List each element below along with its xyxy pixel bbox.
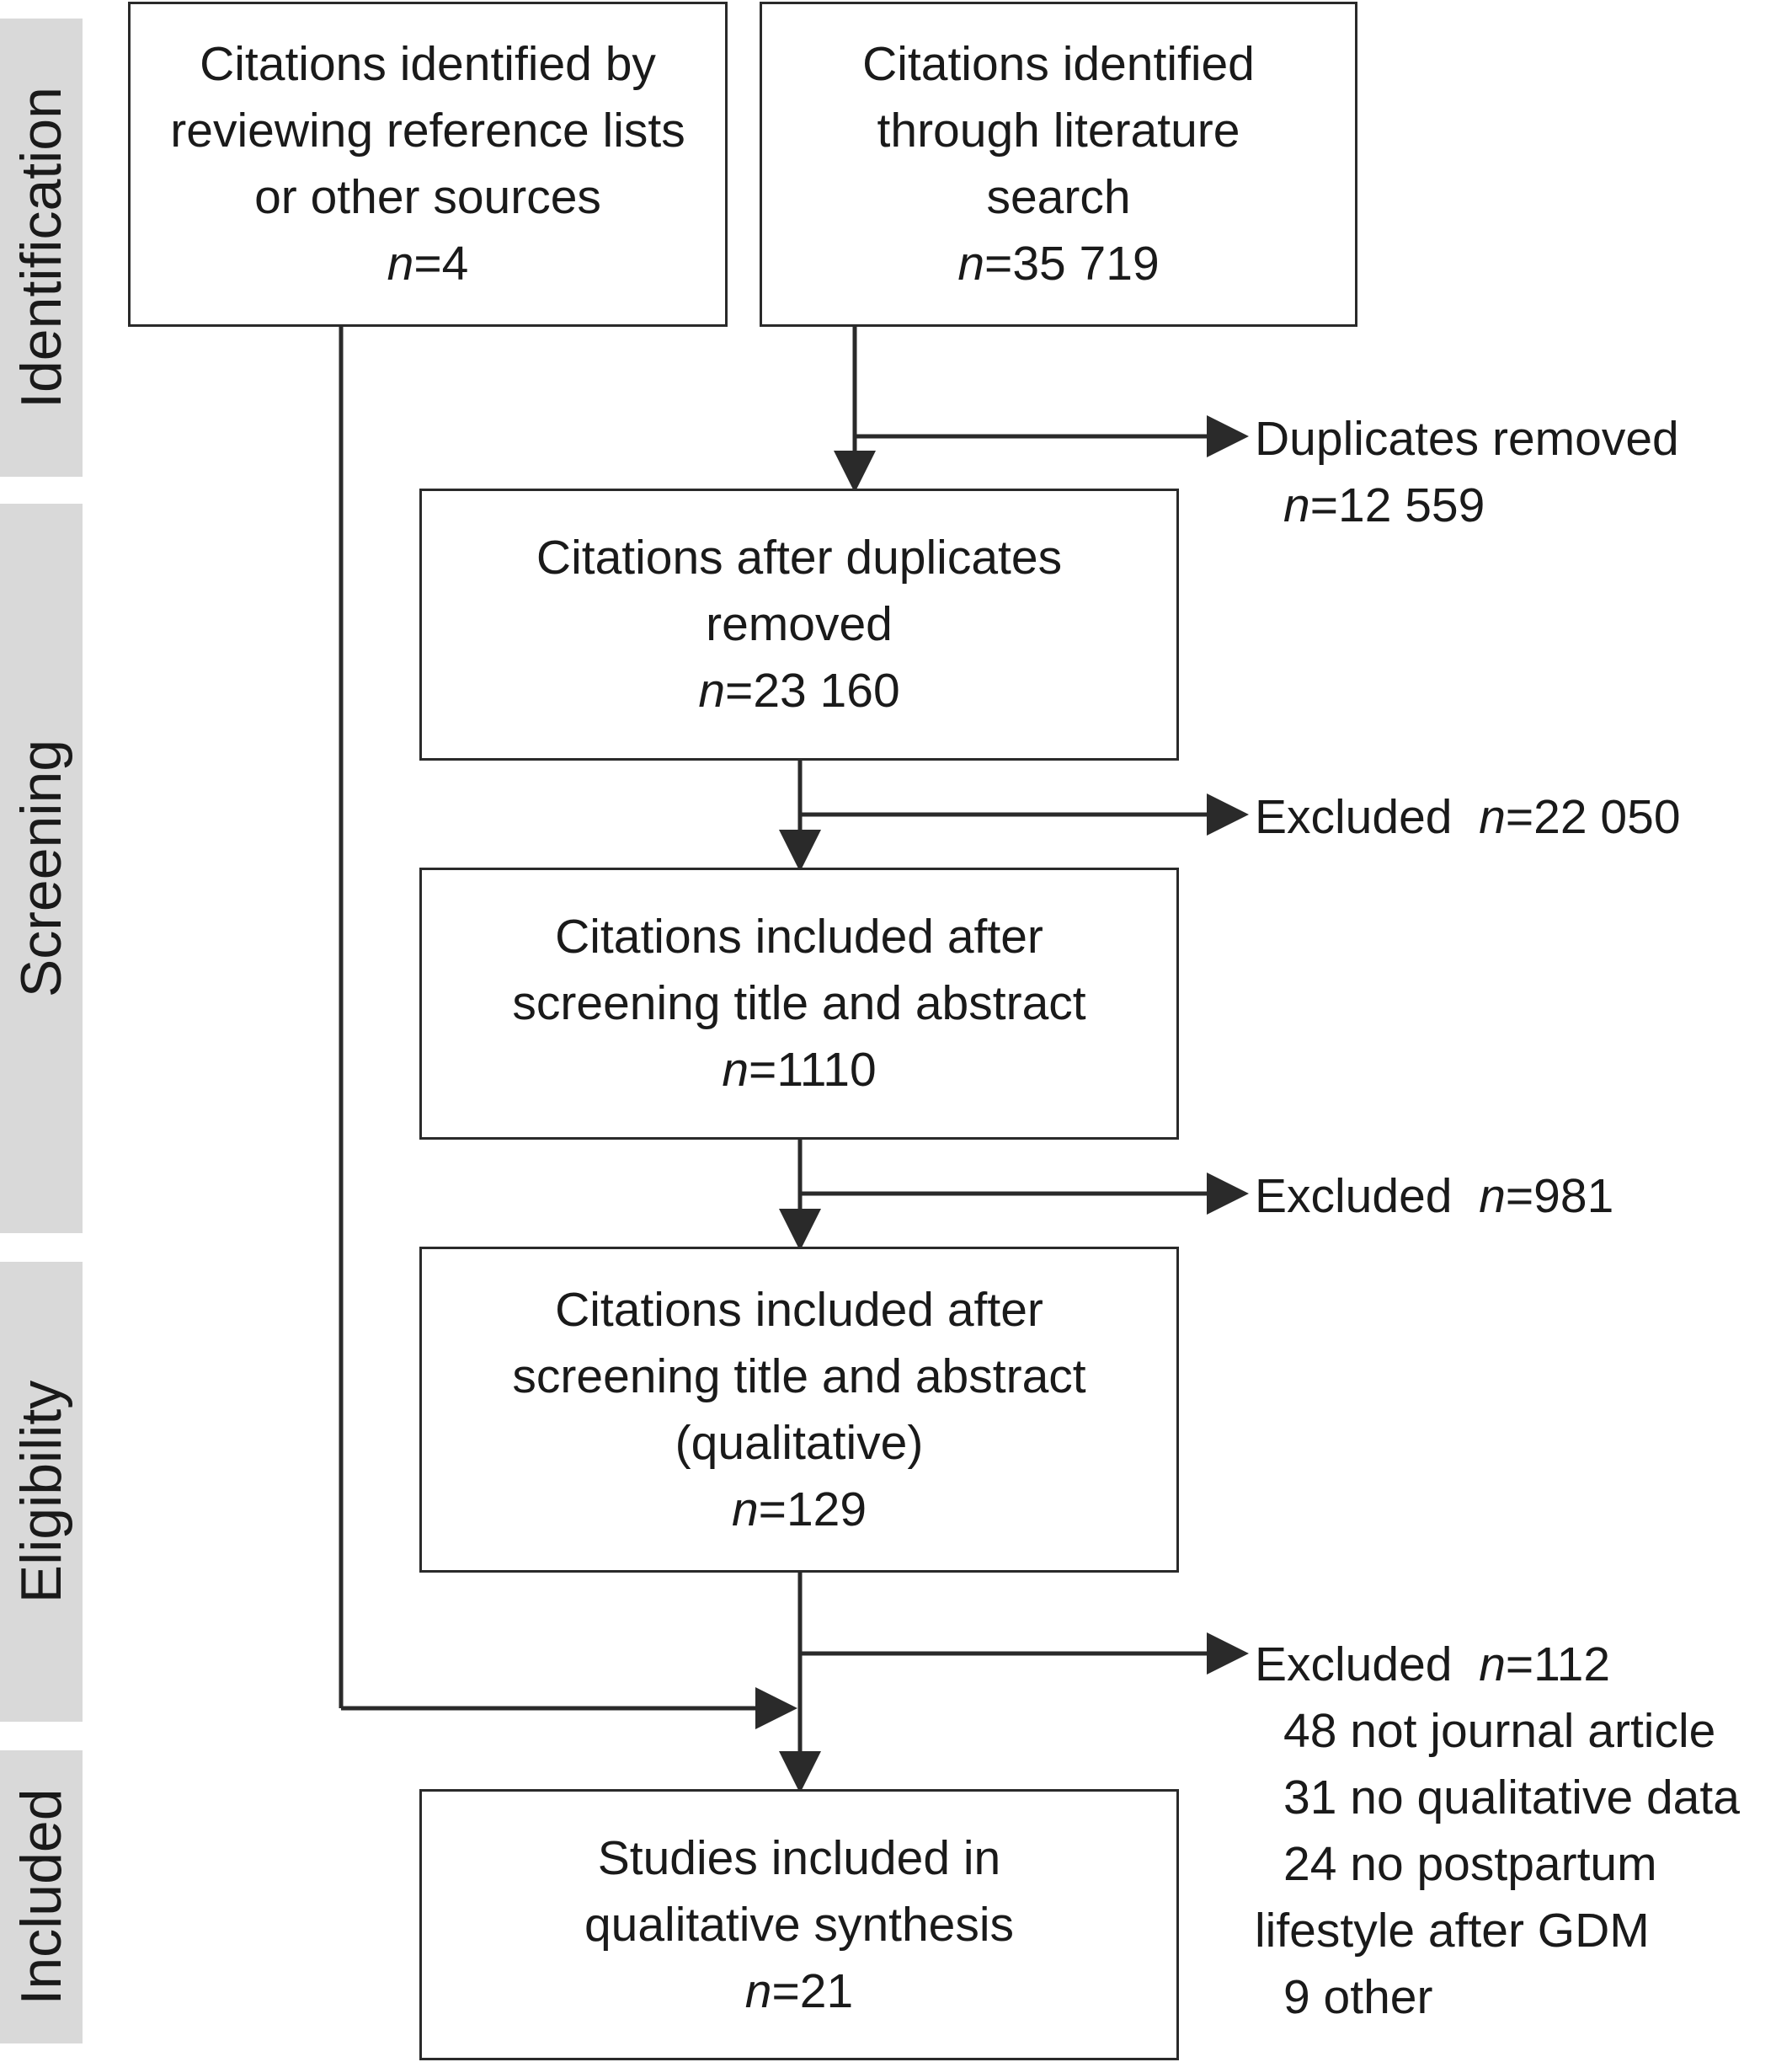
note-excluded-3-count: =112 (1505, 1637, 1611, 1691)
box-included-studies-count: n=21 (744, 1963, 854, 2018)
box-qualitative-line-2: screening title and abstract (512, 1349, 1086, 1403)
box-literature-search-line-3: search (986, 170, 1131, 224)
box-after-duplicates-count: n=23 160 (698, 664, 900, 718)
stage-included: Included (0, 1750, 83, 2043)
box-after-duplicates-line-2: removed (706, 597, 893, 651)
note-duplicates-removed-count: n=12 559 (1283, 478, 1485, 532)
box-literature-search-count: n=35 719 (957, 237, 1160, 291)
box-after-screening-line-1: Citations included after (555, 910, 1043, 964)
note-excluded-1-label: Excluded (1255, 790, 1453, 844)
note-excluded-1: Excluded n=22 050 (1255, 790, 1681, 844)
box-included-studies-line-2: qualitative synthesis (584, 1897, 1015, 1952)
note-excluded-1-count: =22 050 (1505, 790, 1681, 844)
box-after-duplicates-line-1: Citations after duplicates (536, 531, 1063, 585)
box-literature-search-line-1: Citations identified (862, 37, 1255, 91)
box-literature-search-line-2: through literature (877, 104, 1240, 158)
box-after-screening: Citations included after screening title… (419, 868, 1179, 1140)
note-excluded-3-reason-1: 48 not journal article (1283, 1704, 1716, 1758)
box-other-sources-count: n=4 (387, 237, 469, 291)
note-excluded-3-reason-2: 31 no qualitative data (1283, 1771, 1740, 1824)
box-qualitative-line-3: (qualitative) (675, 1415, 924, 1470)
note-duplicates-removed-label: Duplicates removed (1255, 412, 1679, 466)
stage-identification: Identification (0, 19, 83, 477)
box-other-sources-line-1: Citations identified by (200, 37, 656, 91)
box-included-studies-line-1: Studies included in (597, 1830, 1001, 1885)
box-qualitative-count: n=129 (731, 1482, 867, 1536)
note-excluded-3-reason-5: 9 other (1283, 1970, 1433, 2024)
box-qualitative: Citations included after screening title… (419, 1247, 1179, 1573)
box-literature-search: Citations identified through literature … (760, 2, 1357, 327)
note-excluded-2-label: Excluded (1255, 1169, 1453, 1223)
box-other-sources: Citations identified by reviewing refere… (128, 2, 728, 327)
note-excluded-3: Excluded n=112 48 not journal article 31… (1255, 1632, 1740, 2031)
note-excluded-3-label: Excluded (1255, 1637, 1453, 1691)
stage-screening: Screening (0, 504, 83, 1233)
box-after-screening-count: n=1110 (722, 1043, 877, 1097)
note-duplicates-removed: Duplicates removed n=12 559 (1255, 406, 1679, 539)
note-excluded-2: Excluded n=981 (1255, 1169, 1614, 1223)
box-included-studies: Studies included in qualitative synthesi… (419, 1789, 1179, 2060)
box-other-sources-line-2: reviewing reference lists (170, 104, 685, 158)
box-after-duplicates: Citations after duplicates removed n=23 … (419, 489, 1179, 761)
note-excluded-3-reason-3: 24 no postpartum (1283, 1837, 1657, 1891)
box-other-sources-line-3: or other sources (254, 170, 601, 224)
stage-eligibility: Eligibility (0, 1262, 83, 1722)
box-after-screening-line-2: screening title and abstract (512, 976, 1086, 1030)
note-excluded-2-count: =981 (1505, 1169, 1614, 1223)
note-excluded-3-reason-4: lifestyle after GDM (1255, 1904, 1650, 1958)
box-qualitative-line-1: Citations included after (555, 1282, 1043, 1337)
